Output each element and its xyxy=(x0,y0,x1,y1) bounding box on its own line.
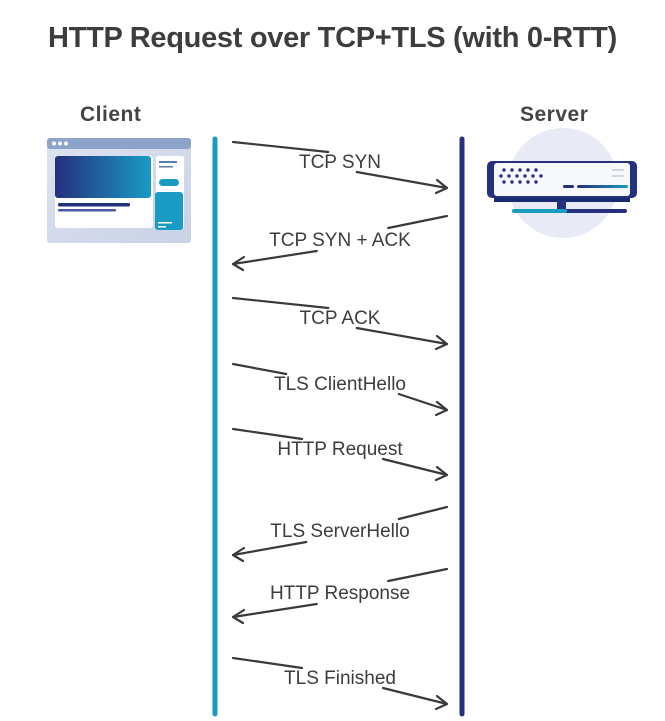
message-5: HTTP Request xyxy=(231,427,449,482)
arrow-line xyxy=(231,602,318,619)
arrow-line xyxy=(231,140,330,154)
arrow-line xyxy=(381,457,449,477)
arrow-line xyxy=(355,326,449,346)
arrowhead-icon xyxy=(434,465,449,482)
arrowhead-icon xyxy=(231,546,246,563)
message-6: TLS ServerHello xyxy=(231,505,449,563)
arrowhead-icon xyxy=(434,400,449,417)
message-label: TCP SYN + ACK xyxy=(269,230,411,251)
arrow-line xyxy=(231,540,308,557)
arrow-line xyxy=(231,427,304,441)
arrow-line xyxy=(397,392,449,412)
arrow-line xyxy=(231,362,288,376)
message-label: TCP SYN xyxy=(299,152,381,173)
message-label: TLS ClientHello xyxy=(274,374,406,395)
message-2: TCP SYN + ACK xyxy=(231,214,449,272)
message-label: TLS ServerHello xyxy=(270,521,409,542)
arrowhead-icon xyxy=(231,608,246,625)
message-label: TLS Finished xyxy=(284,668,396,689)
arrow-line xyxy=(231,656,304,670)
message-8: TLS Finished xyxy=(231,656,449,711)
message-7: HTTP Response xyxy=(231,567,449,625)
message-label: TCP ACK xyxy=(300,308,381,329)
message-label: HTTP Request xyxy=(277,439,403,460)
diagram-title: HTTP Request over TCP+TLS (with 0-RTT) xyxy=(48,22,617,54)
arrowhead-icon xyxy=(231,255,246,272)
arrow-line xyxy=(387,567,449,583)
message-4: TLS ClientHello xyxy=(231,362,449,417)
arrow-line xyxy=(381,686,449,706)
client-label: Client xyxy=(80,103,142,126)
arrowhead-icon xyxy=(434,334,449,351)
server-label: Server xyxy=(520,103,589,126)
arrow-line xyxy=(231,296,330,310)
message-1: TCP SYN xyxy=(231,140,449,195)
arrow-line xyxy=(397,505,449,521)
server-rack-icon xyxy=(487,128,637,238)
browser-window-icon xyxy=(47,138,191,243)
message-3: TCP ACK xyxy=(231,296,449,351)
arrow-line xyxy=(231,249,318,266)
arrow-line xyxy=(387,214,449,230)
arrowhead-icon xyxy=(434,178,449,195)
message-label: HTTP Response xyxy=(270,583,410,604)
arrow-line xyxy=(355,170,449,190)
arrowhead-icon xyxy=(434,694,449,711)
